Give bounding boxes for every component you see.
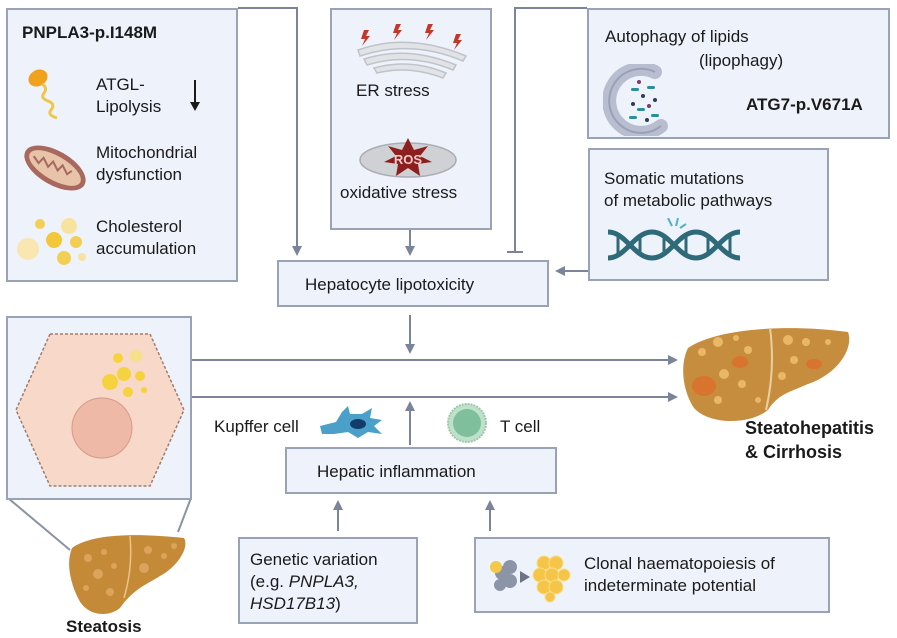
genetic-gene-pnpla3: PNPLA3, (288, 572, 359, 591)
zoom-line-left (7, 497, 71, 551)
tcell-label: T cell (500, 417, 541, 436)
fatty-liver-icon (69, 535, 186, 614)
oxidative-stress-label: oxidative stress (340, 183, 458, 202)
mito-line2: dysfunction (96, 165, 182, 184)
cirrhosis-line1: Steatohepatitis (745, 418, 875, 438)
somatic-line2: of metabolic pathways (604, 191, 773, 210)
zoom-line-right (177, 497, 192, 533)
autophagy-box: Autophagy of lipids (lipophagy) ATG7-p.V… (587, 8, 890, 139)
chol-line2: accumulation (96, 239, 197, 258)
lipid-droplet-icon (28, 69, 58, 120)
pnpla3-box: PNPLA3-p.I148M ATGL- Lipolysis Mitochond… (6, 8, 238, 282)
mitochondrion-icon (24, 145, 86, 191)
ros-badge: ROS (394, 152, 423, 167)
genetic-gene-hsd17b13: HSD17B13 (250, 594, 336, 613)
hepatocyte-cell-icon (15, 333, 185, 487)
stress-box: ER stress ROS oxidative stress (330, 8, 492, 230)
er-stress-label: ER stress (356, 81, 430, 100)
atgl-line1: ATGL- (96, 75, 145, 94)
lipotoxicity-box: Hepatocyte lipotoxicity (277, 260, 549, 307)
kupffer-label: Kupffer cell (214, 417, 299, 436)
genetic-line2: (e.g. PNPLA3, (250, 571, 359, 593)
arrow-pnpla3-to-lipotoxicity (238, 7, 302, 256)
genetic-box: Genetic variation (e.g. PNPLA3, HSD17B13… (238, 537, 418, 624)
chip-line1: Clonal haematopoiesis of (584, 554, 775, 573)
lipotoxicity-label: Hepatocyte lipotoxicity (305, 275, 475, 294)
endoplasmic-reticulum-icon (357, 24, 468, 79)
atgl-line2: Lipolysis (96, 97, 162, 116)
dna-helix-icon (607, 218, 741, 261)
inflammation-box: Hepatic inflammation (285, 447, 557, 494)
pnpla3-title: PNPLA3-p.I148M (22, 23, 158, 42)
mito-line1: Mitochondrial (96, 143, 198, 162)
cholesterol-droplets-icon (17, 218, 86, 265)
chip-line2: indeterminate potential (584, 576, 757, 595)
clonal-expansion-icon (490, 555, 571, 603)
chol-line1: Cholesterol (96, 217, 182, 236)
cirrhosis-line2: & Cirrhosis (745, 442, 843, 462)
genetic-line2-prefix: (e.g. (250, 572, 289, 591)
inflammation-label: Hepatic inflammation (317, 462, 476, 481)
somatic-box: Somatic mutations of metabolic pathways (588, 148, 829, 281)
chip-box: Clonal haematopoiesis of indeterminate p… (474, 537, 830, 613)
t-cell-icon (447, 403, 487, 443)
autophagosome-icon (603, 64, 668, 136)
steatosis-label: Steatosis (66, 617, 142, 636)
genetic-line3: HSD17B13) (250, 593, 341, 615)
autophagy-line1: Autophagy of lipids (605, 27, 749, 46)
kupffer-cell-icon (320, 406, 382, 438)
genetic-line3-suffix: ) (335, 594, 341, 613)
genetic-line1: Genetic variation (250, 550, 378, 569)
cirrhotic-liver-icon (683, 327, 850, 422)
atg7-label: ATG7-p.V671A (746, 95, 863, 114)
inhibit-autophagy-to-lipotoxicity (514, 7, 587, 252)
ros-mitochondrion-icon: ROS (359, 138, 457, 178)
hepatocyte-panel (6, 316, 192, 500)
autophagy-line2: (lipophagy) (699, 51, 784, 70)
down-arrow-icon (190, 80, 200, 111)
somatic-line1: Somatic mutations (604, 169, 744, 188)
